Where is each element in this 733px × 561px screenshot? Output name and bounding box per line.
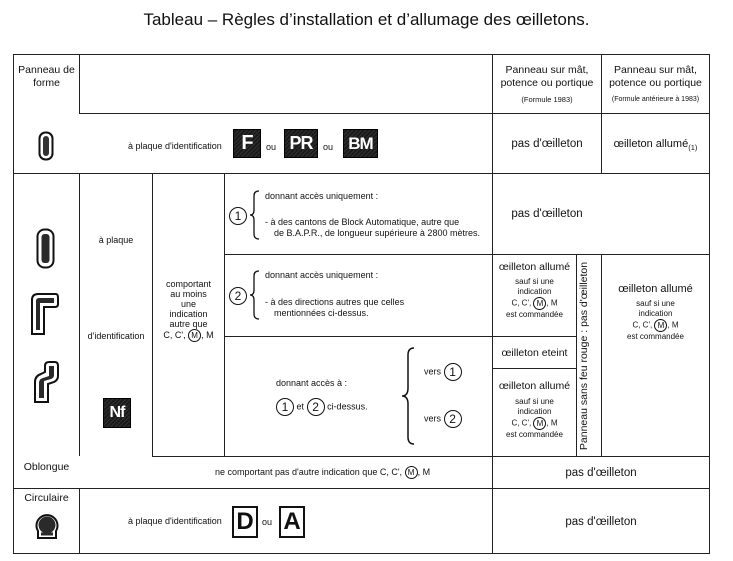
hook-shaped-panel-icon [34,361,59,403]
case3-result-allume: œilleton allumé [498,380,571,392]
circular-panel-icon [35,514,59,539]
ne-comportant-text: ne comportant pas d'autre indication que… [215,466,431,480]
case2-head: donnant accès uniquement : [265,270,379,280]
circ-text: à plaque d'identification [128,516,222,526]
circulaire-label: Circulaire [24,492,69,504]
col-header-ante: Panneau sur mât, potence ou portique [609,64,702,89]
case1-line1: - à des cantons de Block Automatique, au… [265,217,460,227]
plate-pr: PR [284,129,318,158]
plate-d: D [232,506,258,538]
a-plaque-text: à plaque [98,235,134,245]
col-header-1983-note: (Formule 1983) [521,95,573,104]
forme-header: Panneau de forme [18,64,75,89]
col-header-ante-note: (Formule antérieure à 1983) [611,96,700,103]
ante-result-sauf: sauf si une indication C, C', M, M est c… [627,299,684,341]
col-header-1983: Panneau sur mât, potence ou portique [500,64,594,89]
brace-icon [249,270,260,320]
case3-result-eteint: œilleton eteint [501,347,568,359]
case1-head: donnant accès uniquement : [265,191,379,201]
row1-text: à plaque d'identification [128,141,222,151]
plate-a: A [279,506,305,538]
ou-text: ou [262,517,273,527]
plate-nf: Nf [103,398,131,428]
vers-1: vers 1 [424,363,462,381]
ou-text: ou [266,142,277,152]
tall-oblong-panel-icon [36,228,55,269]
page-title: Tableau – Règles d’installation et d’all… [143,10,590,29]
plate-f: F [233,129,261,158]
brace-icon [249,190,260,240]
circled-number-2: 2 [229,287,247,305]
case2-result-sauf: sauf si une indication C, C', M, M est c… [506,277,563,319]
ante-result-allume: œilleton allumé [618,283,693,295]
vertical-sans-feu-rouge: Panneau sans feu rouge : pas d'œilleton [578,261,590,451]
vers-2: vers 2 [424,410,462,428]
case2-result-allume: œilleton allumé [498,261,571,273]
row1-result-1983: pas d'œilleton [511,138,583,150]
case2-line2: mentionnées ci-dessus. [274,308,369,318]
ou-text: ou [323,142,334,152]
l-shaped-panel-icon [31,293,59,335]
case3-head: donnant accès à : [276,378,348,388]
comportant-text: comportant au moins une indication autre… [163,279,214,342]
case2-line1: - à des directions autres que celles [265,297,405,307]
plate-bm: BM [343,129,378,158]
brace-icon [401,347,415,445]
small-oblong-panel-icon [38,131,54,161]
case3-refs: 1 et 2 ci-dessus. [276,398,368,416]
case1-result: pas d'œilleton [511,208,583,220]
circled-m: M [188,329,202,342]
ne-comportant-result: pas d'œilleton [565,467,637,479]
case3-result-sauf: sauf si une indication C, C', M, M est c… [506,397,563,439]
case1-line2: de B.A.P.R., de longueur supérieure à 28… [274,228,480,238]
row1-result-ante: œilleton allumé(1) [613,138,698,153]
circ-result: pas d'œilleton [565,516,637,528]
identification-text: d'identification [87,331,145,341]
circled-number-1: 1 [229,207,247,225]
oblongue-label: Oblongue [23,461,70,473]
